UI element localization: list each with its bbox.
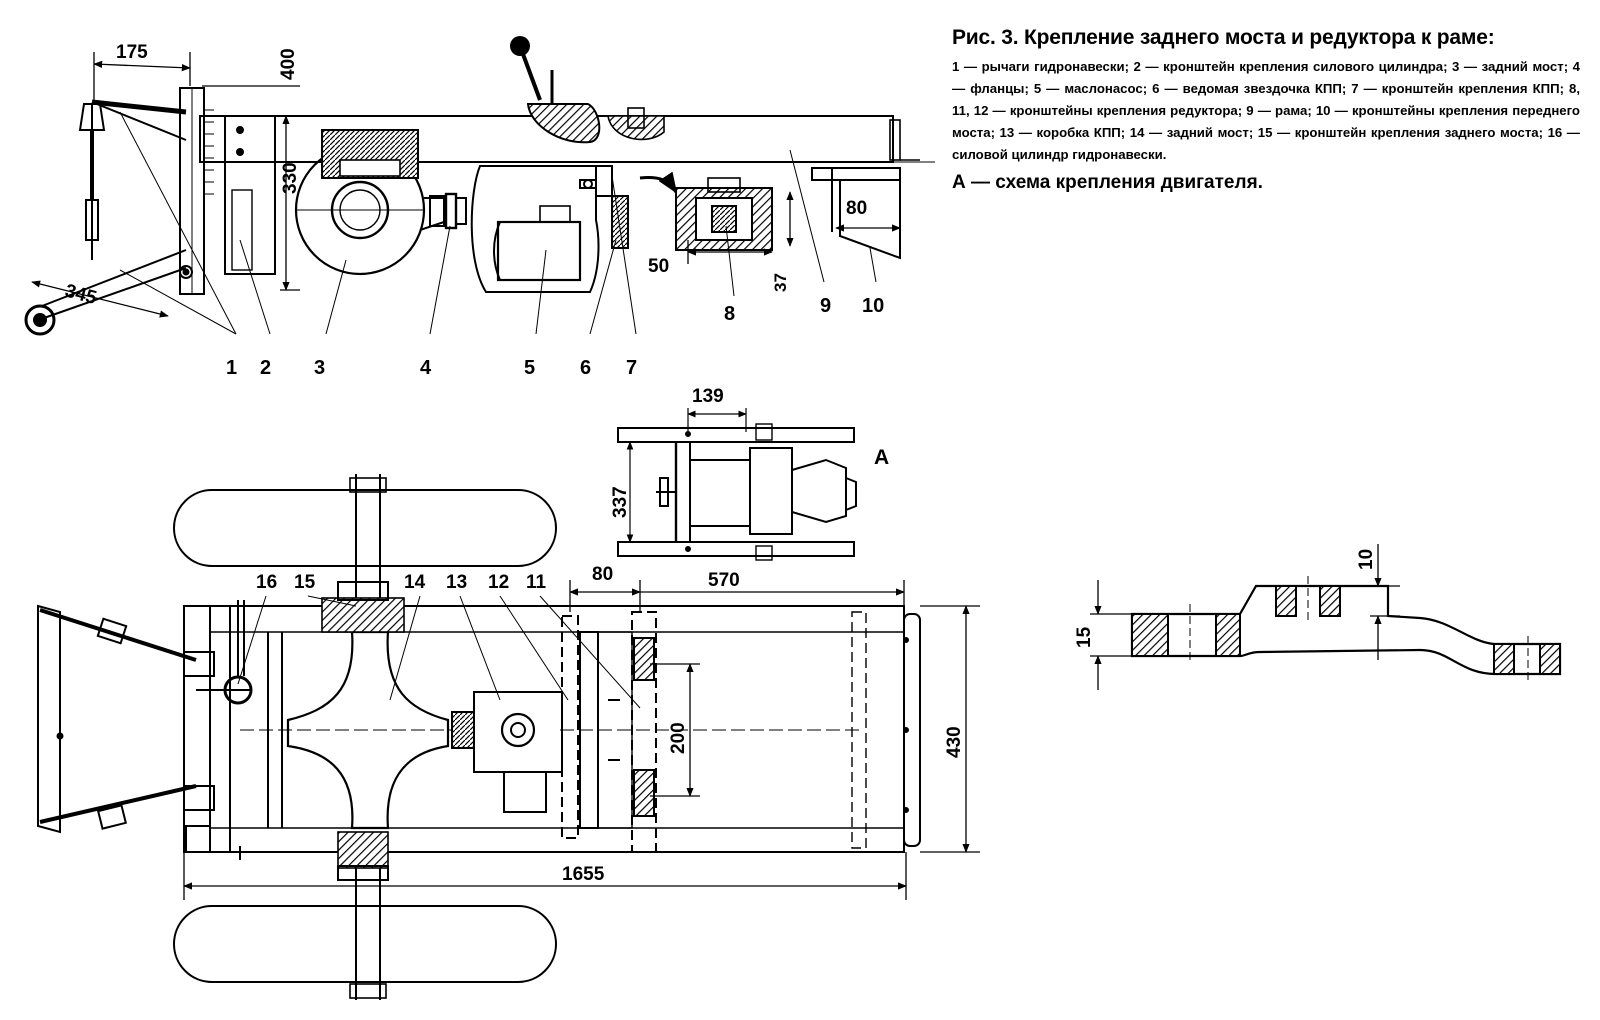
- gearbox-sprocket-bracket: [579, 165, 629, 249]
- engine-mount-view: [617, 423, 857, 561]
- dim-80-side: 80: [846, 198, 867, 219]
- side-view-leaders: [119, 111, 877, 335]
- callout-1: 1: [226, 357, 237, 379]
- dim-80-plan: 80: [592, 564, 613, 585]
- plan-hitch: [37, 600, 253, 834]
- callout-2: 2: [260, 357, 271, 379]
- callout-5: 5: [524, 357, 535, 379]
- callout-10: 10: [862, 295, 884, 317]
- plan-view: [37, 474, 921, 1000]
- side-view-callouts: 1 2 3 4 5 6 7 8 9 10: [226, 295, 884, 379]
- view-label-a: A: [874, 446, 889, 469]
- callout-4: 4: [420, 357, 432, 379]
- callout-6: 6: [580, 357, 591, 379]
- callout-11: 11: [526, 572, 547, 593]
- engine-frame-bottom-rail: [617, 541, 855, 557]
- dimension-ticks: [204, 109, 214, 195]
- flanges: [429, 192, 467, 230]
- side-view-dimensions: [31, 52, 901, 318]
- dim-570: 570: [708, 570, 740, 591]
- dim-1655: 1655: [562, 864, 605, 885]
- wheel-top: [173, 489, 557, 567]
- dim-330: 330: [280, 162, 301, 194]
- callout-3: 3: [314, 357, 325, 379]
- side-view-dim-labels: 175 400 330 345 50 37 80: [63, 42, 867, 309]
- bracket-detail: [1130, 576, 1562, 684]
- plan-frame: [183, 605, 905, 853]
- side-view: [24, 36, 935, 336]
- callout-15: 15: [294, 572, 316, 593]
- callout-9: 9: [820, 295, 831, 317]
- dim-400: 400: [278, 48, 299, 80]
- dim-37: 37: [771, 273, 790, 292]
- plan-view-leaders: [237, 595, 641, 709]
- bracket-detail-labels: 10 15: [1074, 549, 1377, 648]
- engine-mount-labels: 139 337 A: [610, 386, 889, 518]
- dim-175: 175: [116, 42, 148, 63]
- engine-frame-top-rail: [617, 427, 855, 443]
- plan-view-dimensions: [183, 580, 980, 900]
- reducer-bracket-section: [639, 171, 773, 251]
- frame-front-end: [889, 119, 901, 161]
- dim-15: 15: [1074, 626, 1095, 648]
- wheel-bottom: [173, 905, 557, 983]
- dim-430: 430: [944, 726, 965, 758]
- callout-14: 14: [404, 572, 426, 593]
- dim-200: 200: [668, 722, 689, 754]
- dim-10: 10: [1356, 549, 1377, 570]
- callout-16: 16: [256, 572, 277, 593]
- caption-title: Рис. 3. Крепление заднего моста и редукт…: [952, 26, 1495, 49]
- reducer-bracket-top: [607, 107, 665, 141]
- rear-axle-side: [294, 129, 445, 276]
- callout-12: 12: [488, 572, 509, 593]
- dim-337: 337: [610, 486, 631, 518]
- control-lever: [510, 36, 601, 144]
- dim-50: 50: [648, 256, 669, 277]
- oil-pump-housing: [470, 165, 600, 293]
- hydraulic-cylinder-bracket: [224, 115, 276, 275]
- caption-legend: 1 — рычаги гидронавески; 2 — кронштейн к…: [952, 59, 1580, 162]
- callout-13: 13: [446, 572, 467, 593]
- callout-7: 7: [626, 357, 637, 379]
- dim-139: 139: [692, 386, 724, 407]
- front-axle-bracket: [811, 167, 901, 260]
- lift-arms: [24, 99, 193, 336]
- gearbox-plan: [473, 691, 563, 773]
- bracket-detail-dimensions: [1090, 544, 1400, 690]
- figure-caption: Рис. 3. Крепление заднего моста и редукт…: [952, 26, 1580, 194]
- callout-8: 8: [724, 303, 735, 325]
- plan-view-labels: 80 570 200 430 1655 16 15 14 13 12 11: [256, 564, 965, 885]
- engine-mount-dimensions: [626, 408, 747, 543]
- caption-schema-note: А — схема крепления двигателя.: [952, 172, 1263, 193]
- rear-axle-plan: [286, 630, 450, 830]
